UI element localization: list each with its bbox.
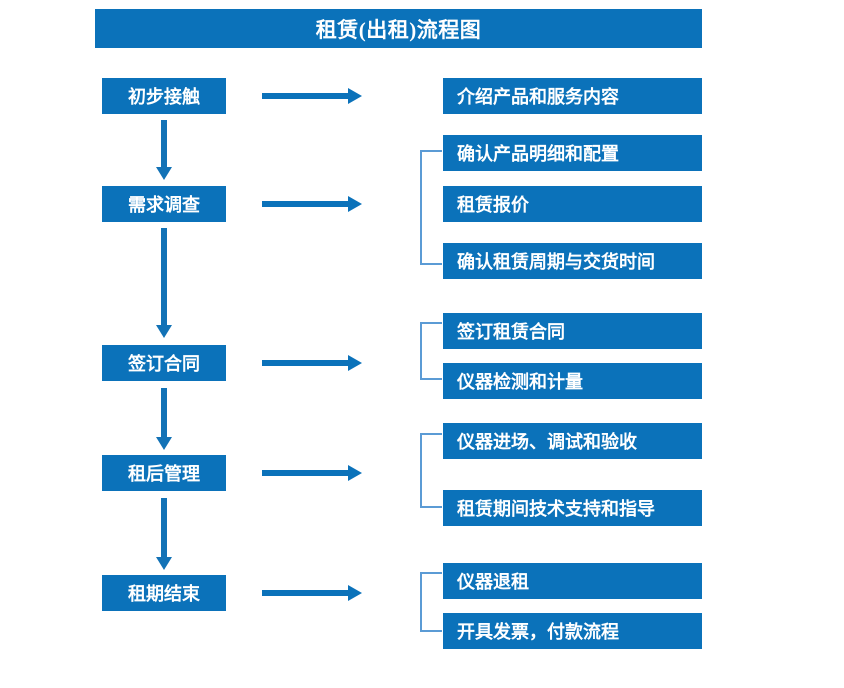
vertical-arrow-2	[156, 228, 172, 338]
vertical-arrow-1	[156, 120, 172, 180]
horizontal-arrow-1	[262, 88, 362, 104]
detail-box-rental-quote[interactable]: 租赁报价	[443, 186, 702, 222]
stage-box-post-rental-management[interactable]: 租后管理	[102, 455, 226, 491]
detail-box-technical-support[interactable]: 租赁期间技术支持和指导	[443, 490, 702, 526]
arrow-shaft	[262, 201, 350, 207]
group-bracket-rental-end	[420, 572, 442, 632]
group-bracket-post-rental-management	[420, 433, 442, 508]
group-bracket-needs-survey	[420, 150, 442, 265]
arrow-head	[156, 557, 172, 570]
arrow-head	[156, 437, 172, 450]
arrow-shaft	[262, 470, 350, 476]
detail-box-invoice-payment[interactable]: 开具发票，付款流程	[443, 613, 702, 649]
detail-box-instrument-return[interactable]: 仪器退租	[443, 563, 702, 599]
detail-box-confirm-rental-period[interactable]: 确认租赁周期与交货时间	[443, 243, 702, 279]
arrow-head	[348, 88, 362, 104]
detail-box-confirm-product-spec[interactable]: 确认产品明细和配置	[443, 135, 702, 171]
arrow-head	[156, 167, 172, 180]
stage-box-rental-end[interactable]: 租期结束	[102, 575, 226, 611]
arrow-head	[348, 465, 362, 481]
arrow-shaft	[161, 498, 167, 558]
horizontal-arrow-2	[262, 196, 362, 212]
group-bracket-sign-contract	[420, 322, 442, 380]
arrow-shaft	[262, 93, 350, 99]
stage-box-needs-survey[interactable]: 需求调查	[102, 186, 226, 222]
detail-box-sign-rental-contract[interactable]: 签订租赁合同	[443, 313, 702, 349]
horizontal-arrow-3	[262, 355, 362, 371]
arrow-shaft	[262, 590, 350, 596]
arrow-shaft	[262, 360, 350, 366]
stage-box-initial-contact[interactable]: 初步接触	[102, 78, 226, 114]
arrow-head	[348, 585, 362, 601]
arrow-head	[156, 325, 172, 338]
detail-box-instrument-testing[interactable]: 仪器检测和计量	[443, 363, 702, 399]
vertical-arrow-4	[156, 498, 172, 570]
arrow-shaft	[161, 120, 167, 168]
horizontal-arrow-5	[262, 585, 362, 601]
detail-box-introduce-products[interactable]: 介绍产品和服务内容	[443, 78, 702, 114]
arrow-shaft	[161, 388, 167, 438]
stage-box-sign-contract[interactable]: 签订合同	[102, 345, 226, 381]
detail-box-instrument-onsite-commission[interactable]: 仪器进场、调试和验收	[443, 423, 702, 459]
arrow-shaft	[161, 228, 167, 326]
page-title: 租赁(出租)流程图	[95, 9, 702, 48]
arrow-head	[348, 196, 362, 212]
horizontal-arrow-4	[262, 465, 362, 481]
vertical-arrow-3	[156, 388, 172, 450]
arrow-head	[348, 355, 362, 371]
